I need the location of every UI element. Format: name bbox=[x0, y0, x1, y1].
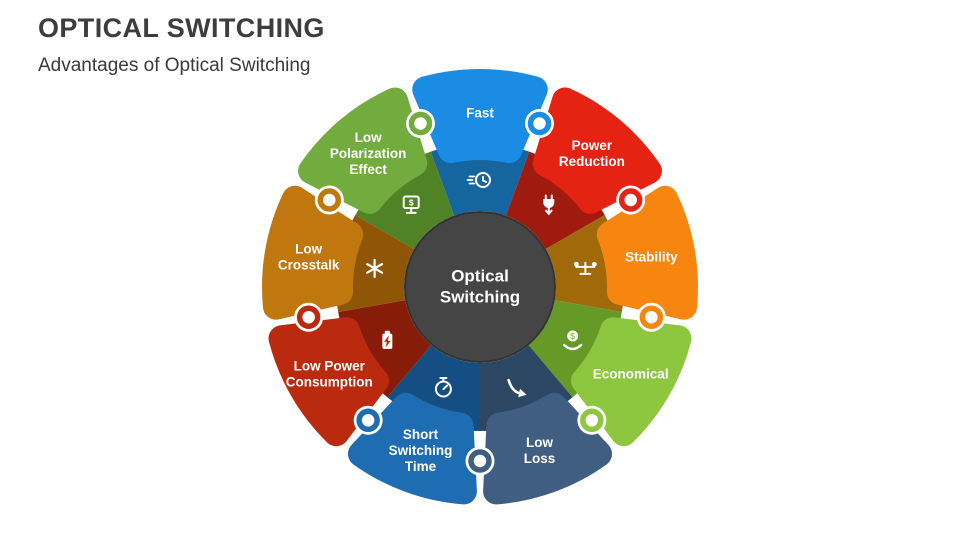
loss-arrow-icon bbox=[507, 378, 527, 398]
junction-dot bbox=[580, 408, 604, 433]
power-plug-icon bbox=[543, 194, 555, 216]
junction-dot bbox=[296, 305, 321, 329]
junction-dot bbox=[639, 305, 664, 329]
speed-clock-icon bbox=[466, 172, 491, 188]
junction-dot bbox=[356, 408, 380, 433]
segment-economical bbox=[571, 317, 692, 447]
segment-power-reduction bbox=[532, 87, 662, 214]
polarization-icon: $ bbox=[402, 195, 420, 214]
balance-icon bbox=[573, 261, 597, 275]
inner-arc-power-reduction bbox=[505, 151, 605, 249]
junction-dot bbox=[317, 188, 342, 212]
stopwatch-icon bbox=[434, 377, 452, 398]
junction-dot bbox=[618, 188, 643, 212]
segment-low-polarization-effect bbox=[298, 87, 428, 214]
segment-low-power-consumption bbox=[268, 317, 389, 447]
junction-dot bbox=[468, 449, 492, 473]
segment-label: Fast bbox=[466, 106, 494, 121]
segment-short-switching-time bbox=[347, 392, 477, 505]
segment-label: Stability bbox=[625, 249, 678, 264]
battery-icon bbox=[382, 330, 393, 349]
segment-label: Economical bbox=[593, 367, 669, 382]
segment-low-loss bbox=[483, 392, 613, 505]
snowflake-icon bbox=[366, 258, 384, 279]
segment-stability bbox=[596, 185, 698, 320]
petals bbox=[262, 69, 698, 505]
junction-dot bbox=[527, 111, 552, 136]
money-hand-icon: $ bbox=[562, 330, 583, 351]
svg-text:$: $ bbox=[409, 198, 414, 208]
slide-title: OPTICAL SWITCHING bbox=[38, 13, 325, 43]
junction-dot bbox=[408, 111, 433, 136]
center-circle bbox=[404, 211, 556, 363]
svg-text:$: $ bbox=[570, 331, 575, 341]
slide-header: OPTICAL SWITCHING Advantages of Optical … bbox=[38, 13, 325, 77]
slide-subtitle: Advantages of Optical Switching bbox=[38, 54, 311, 76]
icons: $$ bbox=[366, 172, 597, 398]
segment-fast bbox=[412, 69, 548, 164]
segment-low-crosstalk bbox=[262, 185, 364, 320]
junction-dots bbox=[294, 108, 666, 476]
